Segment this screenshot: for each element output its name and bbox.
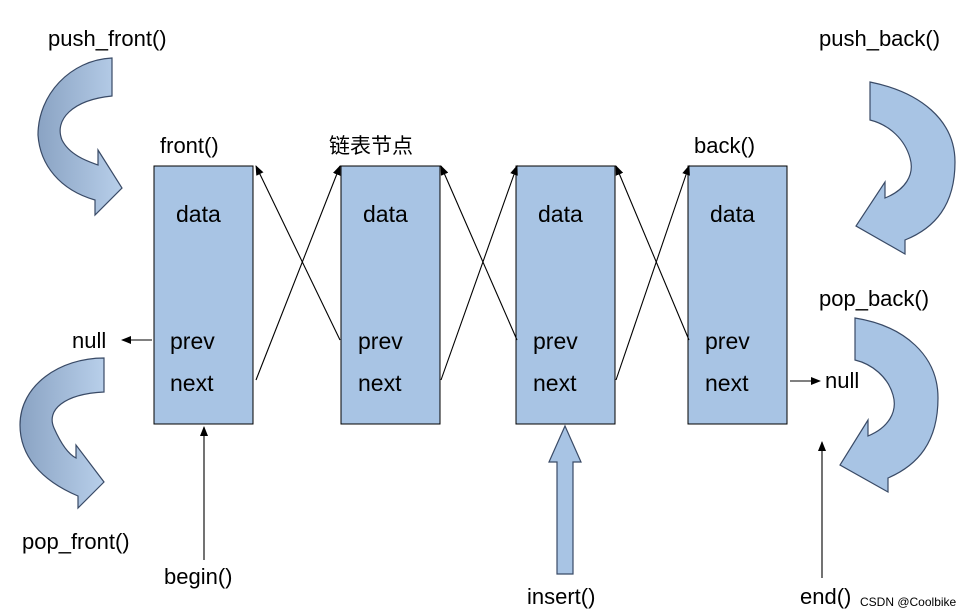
list-node-2: data prev next <box>340 165 441 425</box>
link-arrow <box>615 165 690 341</box>
watermark: CSDN @Coolbike <box>860 595 957 609</box>
end-label: end() <box>800 584 851 609</box>
list-node-1: data prev next <box>153 165 254 425</box>
pop-front-curved-arrow <box>19 357 105 510</box>
link-arrow <box>615 165 690 381</box>
push-front-curved-arrow <box>37 57 123 217</box>
node-prev-label: prev <box>705 328 750 354</box>
null-left-label: null <box>72 328 106 353</box>
node-caption: 链表节点 <box>329 135 413 158</box>
insert-block-arrow <box>548 424 582 575</box>
node-next-label: next <box>358 370 402 396</box>
node-data-label: data <box>710 201 755 227</box>
begin-label: begin() <box>164 564 232 589</box>
null-right-label: null <box>825 368 859 393</box>
list-node-3: data prev next <box>515 165 616 425</box>
node-links <box>255 165 690 381</box>
node-prev-label: prev <box>170 328 215 354</box>
node-next-label: next <box>170 370 214 396</box>
node-next-label: next <box>533 370 577 396</box>
link-arrow <box>255 165 341 381</box>
back-label: back() <box>694 133 755 158</box>
pop-back-curved-arrow <box>839 317 939 494</box>
pop-back-label: pop_back() <box>819 286 929 311</box>
push-front-label: push_front() <box>48 26 167 51</box>
node-data-label: data <box>363 201 408 227</box>
push-back-curved-arrow <box>855 81 956 256</box>
push-back-label: push_back() <box>819 26 940 51</box>
list-node-4: data prev next <box>687 165 788 425</box>
link-arrow <box>255 165 341 341</box>
node-prev-label: prev <box>358 328 403 354</box>
link-arrow <box>440 165 518 341</box>
node-data-label: data <box>176 201 221 227</box>
node-next-label: next <box>705 370 749 396</box>
pop-front-label: pop_front() <box>22 529 130 554</box>
node-data-label: data <box>538 201 583 227</box>
link-arrow <box>440 165 518 381</box>
front-label: front() <box>160 133 219 158</box>
node-prev-label: prev <box>533 328 578 354</box>
insert-label: insert() <box>527 584 595 609</box>
